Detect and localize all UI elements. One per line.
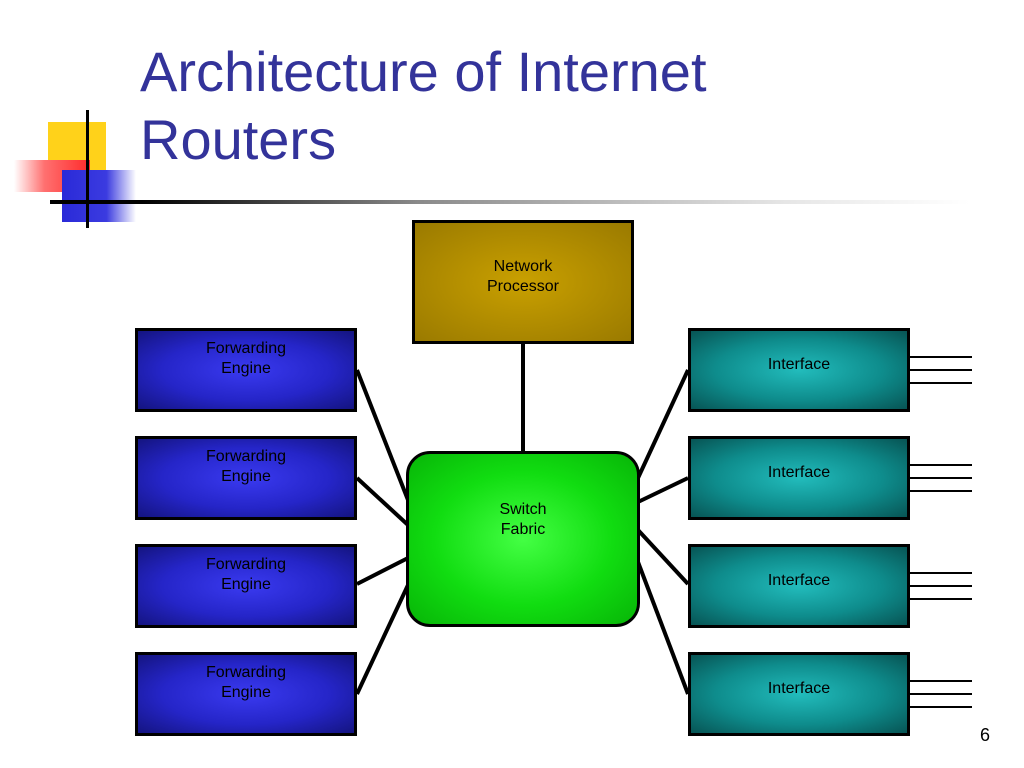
connector-fe4-to-fabric (355, 584, 410, 695)
forwarding-engine-box-2: Forwarding Engine (135, 436, 357, 520)
connector-if3-to-fabric (636, 528, 690, 586)
forwarding-engine-box-4: Forwarding Engine (135, 652, 357, 736)
interface-box-1: Interface (688, 328, 910, 412)
forwarding-engine-label-1: Forwarding Engine (205, 340, 287, 377)
title-underline (50, 200, 970, 204)
interface-label-4: Interface (767, 680, 831, 697)
interface-box-2: Interface (688, 436, 910, 520)
interface-label-1: Interface (767, 356, 831, 373)
connector-if2-to-fabric (637, 476, 689, 504)
decor-vertical-line (86, 110, 89, 228)
forwarding-engine-label-3: Forwarding Engine (205, 556, 287, 593)
page-number: 6 (979, 725, 990, 745)
interface-box-3: Interface (688, 544, 910, 628)
switch-fabric-label: Switch Fabric (499, 501, 547, 538)
slide-title-line-1: Architecture of Internet (140, 40, 707, 103)
forwarding-engine-label-2: Forwarding Engine (205, 448, 287, 485)
slide-title-line-2: Routers (140, 108, 337, 171)
network-processor-box: Network Processor (412, 220, 634, 344)
slide-title: Architecture of Internet Routers (140, 38, 1000, 174)
network-processor-label: Network Processor (486, 258, 560, 295)
forwarding-engine-box-3: Forwarding Engine (135, 544, 357, 628)
connector-if4-to-fabric (636, 561, 690, 695)
switch-fabric-box: Switch Fabric (406, 451, 640, 627)
connector-fe1-to-fabric (355, 369, 410, 501)
interface-label-3: Interface (767, 572, 831, 589)
decor-blue-square (62, 170, 136, 222)
forwarding-engine-box-1: Forwarding Engine (135, 328, 357, 412)
interface-label-2: Interface (767, 464, 831, 481)
connector-fe2-to-fabric (355, 476, 410, 527)
forwarding-engine-label-4: Forwarding Engine (205, 664, 287, 701)
connector-if1-to-fabric (636, 369, 690, 479)
interface-box-4: Interface (688, 652, 910, 736)
connector-fe3-to-fabric (356, 556, 409, 586)
